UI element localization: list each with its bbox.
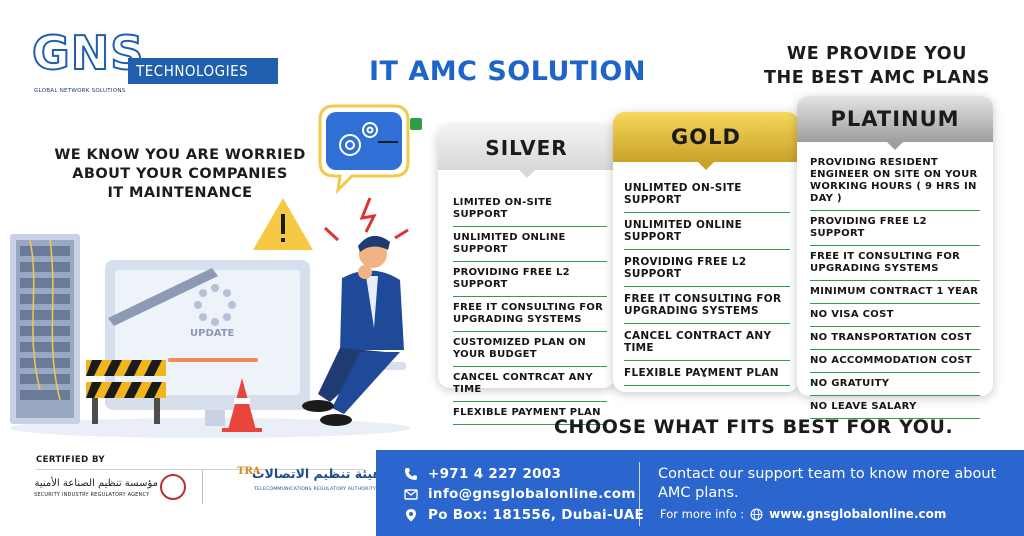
- location-pin-icon: [406, 509, 416, 522]
- contact-website[interactable]: For more info : www.gnsglobalonline.com: [660, 507, 946, 521]
- plan-feature: PROVIDING FREE L2 SUPPORT: [624, 250, 790, 287]
- wrench-icon: [108, 268, 218, 326]
- plan-feature: MINIMUM CONTRACT 1 YEAR: [810, 281, 980, 304]
- certified-divider: [36, 469, 364, 470]
- plan-feature: UNLIMITED ONLINE SUPPORT: [453, 227, 607, 262]
- plan-notch: [698, 162, 714, 170]
- plan-feature: CUSTOMIZED PLAN ON YOUR BUDGET: [453, 332, 607, 367]
- logo-gns-text: GNS: [31, 26, 145, 80]
- provide-line-2: THE BEST AMC PLANS: [763, 68, 990, 88]
- plan-features-gold: UNLIMTED ON-SITE SUPPORT UNLIMITED ONLIN…: [624, 176, 790, 386]
- plan-card-gold[interactable]: GOLD UNLIMTED ON-SITE SUPPORT UNLIMITED …: [613, 112, 799, 392]
- plan-card-silver[interactable]: SILVER LIMITED ON-SITE SUPPORT UNLIMITED…: [438, 126, 615, 425]
- plan-notch: [887, 142, 903, 150]
- contact-email[interactable]: info@gnsglobalonline.com: [404, 486, 636, 502]
- contact-address: Po Box: 181556, Dubai-UAE: [404, 507, 644, 523]
- update-label: UPDATE: [190, 328, 235, 339]
- globe-icon: [750, 508, 763, 520]
- plan-title-gold: GOLD: [613, 112, 799, 162]
- plan-feature: NO LEAVE SALARY: [810, 396, 980, 419]
- plan-card-platinum[interactable]: PLATINUM PROVIDING RESIDENT ENGINEER ON …: [797, 96, 993, 419]
- contact-bar: +971 4 227 2003 info@gnsglobalonline.com…: [376, 450, 1024, 536]
- phone-icon: [405, 468, 417, 480]
- sira-arabic-name: مؤسسة تنظيم الصناعة الأمنية: [34, 478, 158, 489]
- worried-man: [302, 235, 406, 426]
- traffic-cone-icon: [222, 378, 262, 432]
- worried-man-illustration: UPDATE: [10, 104, 422, 438]
- provide-heading: WE PROVIDE YOU THE BEST AMC PLANS: [764, 42, 990, 90]
- floor-shadow: [10, 418, 410, 438]
- plan-feature: PROVIDING FREE L2 SUPPORT: [810, 211, 980, 246]
- alert-bolt: [394, 228, 409, 240]
- decorative-dot: [703, 374, 706, 377]
- email-icon: [404, 489, 418, 500]
- tra-arabic-name: هيئة تنظيم الاتصالات: [252, 466, 382, 481]
- plan-title-silver: SILVER: [438, 126, 615, 170]
- plan-feature: FLEXIBLE PAYMENT PLAN: [453, 402, 607, 425]
- website-link[interactable]: www.gnsglobalonline.com: [769, 507, 947, 521]
- certified-separator: [202, 470, 203, 504]
- plan-feature: NO GRATUITY: [810, 373, 980, 396]
- contact-message: Contact our support team to know more ab…: [658, 466, 997, 501]
- checkmark-icon: [410, 118, 422, 130]
- plan-notch: [518, 170, 535, 178]
- choose-tagline: CHOOSE WHAT FITS BEST FOR YOU.: [554, 416, 954, 438]
- barrier-icon: [86, 360, 166, 424]
- sira-english-name: SECURITY INDUSTRY REGULATORY AGENCY: [34, 492, 150, 498]
- plan-feature: UNLIMTED ON-SITE SUPPORT: [624, 176, 790, 213]
- monitor-icon: UPDATE: [105, 260, 310, 426]
- contact-separator: [639, 462, 640, 526]
- plan-feature: NO ACCOMMODATION COST: [810, 350, 980, 373]
- certified-label: CERTIFIED BY: [36, 455, 105, 465]
- plan-features-silver: LIMITED ON-SITE SUPPORT UNLIMITED ONLINE…: [453, 192, 607, 425]
- plan-feature: CANCEL CONTRACT ANY TIME: [624, 324, 790, 361]
- logo-technologies: TECHNOLOGIES: [128, 58, 278, 84]
- plan-feature: UNLIMITED ONLINE SUPPORT: [624, 213, 790, 250]
- worried-heading: WE KNOW YOU ARE WORRIED ABOUT YOUR COMPA…: [44, 146, 316, 203]
- plan-feature: LIMITED ON-SITE SUPPORT: [453, 192, 607, 227]
- more-info-label: For more info :: [660, 507, 745, 521]
- alert-bolt: [359, 197, 377, 233]
- phone-number: +971 4 227 2003: [428, 466, 562, 482]
- tra-english-name: TELECOMMUNICATIONS REGULATORY AUTHORITY: [254, 487, 377, 492]
- alert-bolt: [323, 226, 340, 242]
- sira-seal-icon: [160, 474, 186, 500]
- email-address: info@gnsglobalonline.com: [428, 486, 636, 502]
- plan-feature: PROVIDING FREE L2 SUPPORT: [453, 262, 607, 297]
- logo-tagline: GLOBAL NETWORK SOLUTIONS: [34, 88, 126, 94]
- worried-line-1: WE KNOW YOU ARE WORRIED: [54, 147, 306, 163]
- server-rack-icon: [10, 234, 80, 424]
- contact-phone[interactable]: +971 4 227 2003: [404, 466, 561, 482]
- plan-feature: PROVIDING RESIDENT ENGINEER ON SITE ON Y…: [810, 152, 980, 211]
- warning-icon: [253, 198, 313, 250]
- gear-icon: [339, 122, 378, 156]
- plan-feature: FREE IT CONSULTING FOR UPGRADING SYSTEMS: [453, 297, 607, 332]
- tra-short-name: TRA: [237, 466, 261, 477]
- worried-line-2: ABOUT YOUR COMPANIES: [72, 166, 288, 182]
- plan-feature: NO TRANSPORTATION COST: [810, 327, 980, 350]
- worried-line-3: IT MAINTENANCE: [107, 185, 253, 201]
- page-title: IT AMC SOLUTION: [369, 56, 646, 87]
- plan-feature: FLEXIBLE PAYMENT PLAN: [624, 361, 790, 386]
- plan-title-platinum: PLATINUM: [797, 96, 993, 142]
- po-box: Po Box: 181556, Dubai-UAE: [428, 507, 644, 523]
- plan-feature: FREE IT CONSULTING FOR UPGRADING SYSTEMS: [810, 246, 980, 281]
- plan-feature: CANCEL CONTRCAT ANY TIME: [453, 367, 607, 402]
- plan-features-platinum: PROVIDING RESIDENT ENGINEER ON SITE ON Y…: [810, 152, 980, 419]
- provide-line-1: WE PROVIDE YOU: [786, 44, 968, 64]
- plan-feature: FREE IT CONSULTING FOR UPGRADING SYSTEMS: [624, 287, 790, 324]
- plan-feature: NO VISA COST: [810, 304, 980, 327]
- thought-bubble: [318, 104, 422, 195]
